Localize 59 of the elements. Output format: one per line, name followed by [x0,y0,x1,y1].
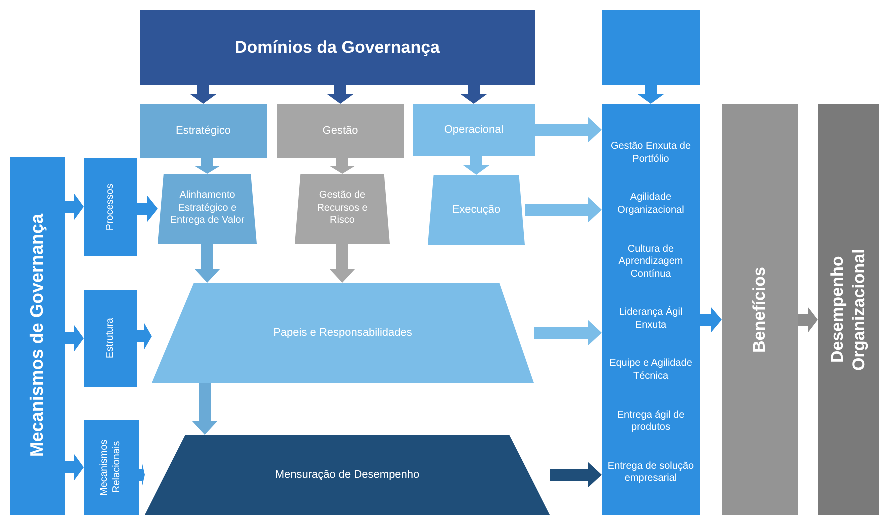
benefit-label: Liderança Ágil Enxuta [618,307,684,332]
node-label: Processos [104,184,117,230]
performance-column [818,104,879,515]
node-label: Operacional [444,122,504,138]
title-box [140,10,535,85]
block-arrow [534,320,602,346]
block-arrow [330,158,356,174]
block-arrow [461,85,487,104]
block-arrow [192,383,218,435]
block-arrow [65,194,84,220]
block-arrow [798,307,818,333]
block-arrow [190,85,216,104]
process-trapezoid [295,174,390,244]
mechanism-box [84,158,137,256]
benefit-label: Entrega ágil de produtos [616,410,686,435]
process-trapezoid [158,174,257,244]
mechanism-box [84,290,137,387]
block-arrow [328,85,354,104]
process-trapezoid [428,175,525,245]
mechanisms-column [10,157,65,515]
node-label: Alinhamento Estratégico e Entrega de Valor [170,190,245,228]
block-arrow [137,196,158,222]
block-arrow [638,85,664,104]
block-arrow [525,197,602,223]
block-arrow [137,324,152,350]
block-arrow [550,462,602,488]
block-arrow [464,156,490,175]
node-label: Execução [452,202,501,218]
node-label: Desempenho Organizacional [827,248,870,372]
block-arrow [139,462,145,488]
domain-box [140,104,267,158]
benefit-label: Cultura de Aprendizagem Contínua [618,244,684,281]
node-label: Mecanismos de Governança [26,214,48,458]
block-arrow [535,117,602,143]
benefit-label: Equipe e Agilidade Técnica [608,358,694,384]
block-arrow [194,158,220,174]
node-label: Papeis e Responsabilidades [274,326,412,341]
node-label: Gestão de Recursos e Risco [316,190,369,228]
benefits-column [722,104,798,515]
node-label: Gestão [322,124,358,139]
node-label: Mecanismos Relacionais [99,438,124,498]
node-label: Domínios da Governança [235,36,440,59]
framework-column [602,104,700,515]
benefit-label: Agilidade Organizacional [616,192,686,218]
block-arrow [65,454,84,480]
domain-box [277,104,404,158]
benefit-label: Entrega de solução empresarial [606,460,696,486]
node-label: Estratégico [176,124,232,139]
benefit-label: Gestão Enxuta de Portfólio [610,141,692,166]
domain-box [413,104,535,156]
node-label: Mensuração de Desempenho [275,468,420,483]
block-arrow [194,244,220,283]
block-arrow [700,307,722,333]
node-label: Estrutura [104,318,117,359]
mechanism-box [84,420,139,515]
header-box [602,10,700,85]
block-arrow [65,326,84,352]
node-label: Benefícios [749,266,770,352]
block-arrow [330,244,356,283]
